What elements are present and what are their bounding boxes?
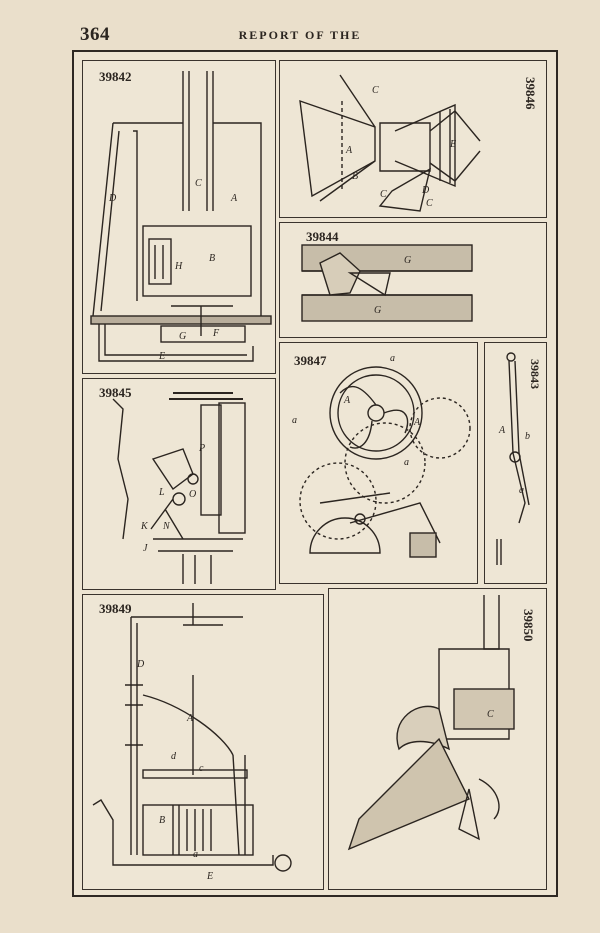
figure-39847-drawing: a A A a a <box>292 353 471 558</box>
figure-number: 39842 <box>99 69 132 84</box>
figure-number: 39849 <box>99 601 132 616</box>
label-E: E <box>449 139 456 150</box>
figure-39845-drawing: P L O K N J <box>112 392 246 584</box>
figure-39845: 39845 P L O K N J <box>82 378 276 590</box>
label-a-left: a <box>292 415 297 426</box>
patent-plate: 39842 D C A B <box>72 50 558 897</box>
figure-39842-drawing: D C A B H G F E <box>90 71 272 362</box>
label-B: B <box>159 815 165 826</box>
figure-number: 39843 <box>528 359 542 389</box>
figure-number: 39847 <box>294 353 327 368</box>
label-C: C <box>487 709 494 720</box>
label-G2: G <box>374 305 381 316</box>
label-L: L <box>158 487 165 498</box>
label-A: A <box>498 425 506 436</box>
figure-39846-drawing: C A B C D E C <box>299 74 481 212</box>
figure-39844-drawing: G G <box>301 244 473 322</box>
label-E: E <box>206 871 213 882</box>
label-N: N <box>162 521 171 532</box>
label-B: B <box>209 253 215 264</box>
label-K: K <box>140 521 149 532</box>
figure-39846: 39846 C A B C D E C <box>279 60 547 218</box>
figure-number: 39846 <box>523 77 538 110</box>
label-G: G <box>179 331 186 342</box>
figure-number: 39850 <box>521 609 536 642</box>
label-D: D <box>136 659 145 670</box>
figure-39844: 39844 G G <box>279 222 547 338</box>
label-D: D <box>421 185 430 196</box>
label-A: A <box>230 193 238 204</box>
label-b: b <box>525 431 530 442</box>
figure-39849-drawing: D A d c B a E <box>92 603 292 882</box>
label-a-top: a <box>390 353 395 364</box>
label-A: A <box>345 145 353 156</box>
figure-39849: 39849 D A d c B a <box>82 594 324 890</box>
figure-number: 39844 <box>306 229 339 244</box>
figure-39850: 39850 C <box>328 588 547 890</box>
label-A2: A <box>413 417 421 428</box>
label-D: D <box>108 193 117 204</box>
label-C3: C <box>426 198 433 209</box>
label-H: H <box>174 261 183 272</box>
label-d: d <box>171 751 177 762</box>
label-C: C <box>195 178 202 189</box>
figure-39843-drawing: A b a <box>496 352 530 565</box>
label-a: a <box>193 849 198 860</box>
label-P: P <box>198 443 205 454</box>
running-head: REPORT OF THE <box>238 28 362 42</box>
figure-39842: 39842 D C A B <box>82 60 276 374</box>
label-F: F <box>212 328 220 339</box>
figure-39843: 39843 A b a <box>484 342 547 584</box>
label-c: c <box>199 763 204 774</box>
figure-39850-drawing: C <box>347 595 515 851</box>
label-A: A <box>343 395 351 406</box>
label-a-mid: a <box>404 457 409 468</box>
page-number: 364 <box>80 24 110 45</box>
label-a: a <box>519 485 524 496</box>
label-E: E <box>158 351 165 362</box>
figure-number: 39845 <box>99 385 132 400</box>
figure-39847: 39847 a A A a <box>279 342 478 584</box>
label-G: G <box>404 255 411 266</box>
label-A: A <box>186 713 194 724</box>
label-B: B <box>352 171 358 182</box>
label-C: C <box>372 85 379 96</box>
label-J: J <box>143 543 148 554</box>
label-C2: C <box>380 189 387 200</box>
label-O: O <box>189 489 196 500</box>
